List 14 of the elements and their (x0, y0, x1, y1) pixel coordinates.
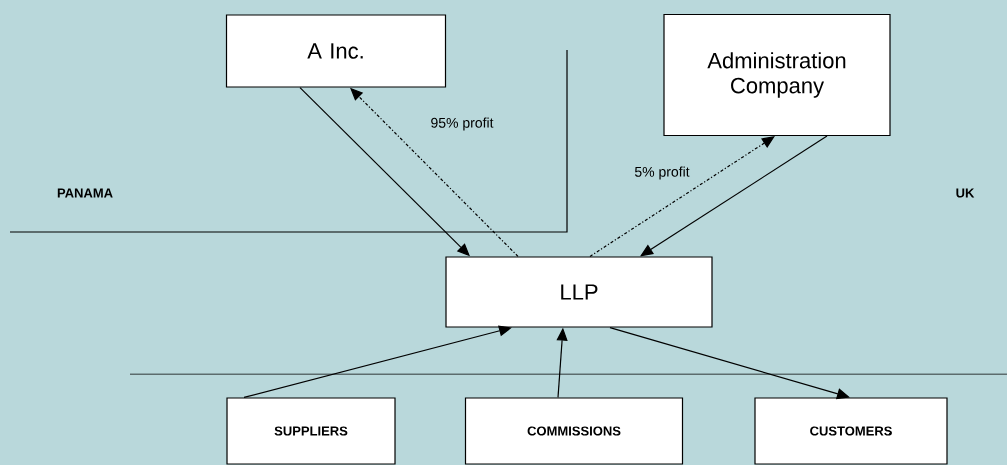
entity-box: COMMISSIONS (464, 397, 684, 465)
arrow (589, 136, 775, 257)
entity-box: A Inc. (225, 14, 447, 88)
edge-label: 5% profit (633, 165, 691, 181)
arrow (609, 327, 850, 400)
entity-box: CUSTOMERS (754, 397, 948, 465)
arrow (640, 135, 828, 257)
region-label: PANAMA (57, 188, 113, 198)
region-label: UK (956, 188, 975, 198)
entity-box: SUPPLIERS (226, 397, 396, 465)
arrow (243, 325, 512, 398)
entity-box: Administration Company (663, 13, 891, 137)
entity-box: LLP (445, 256, 713, 328)
edge-label: 95% profit (429, 116, 495, 132)
